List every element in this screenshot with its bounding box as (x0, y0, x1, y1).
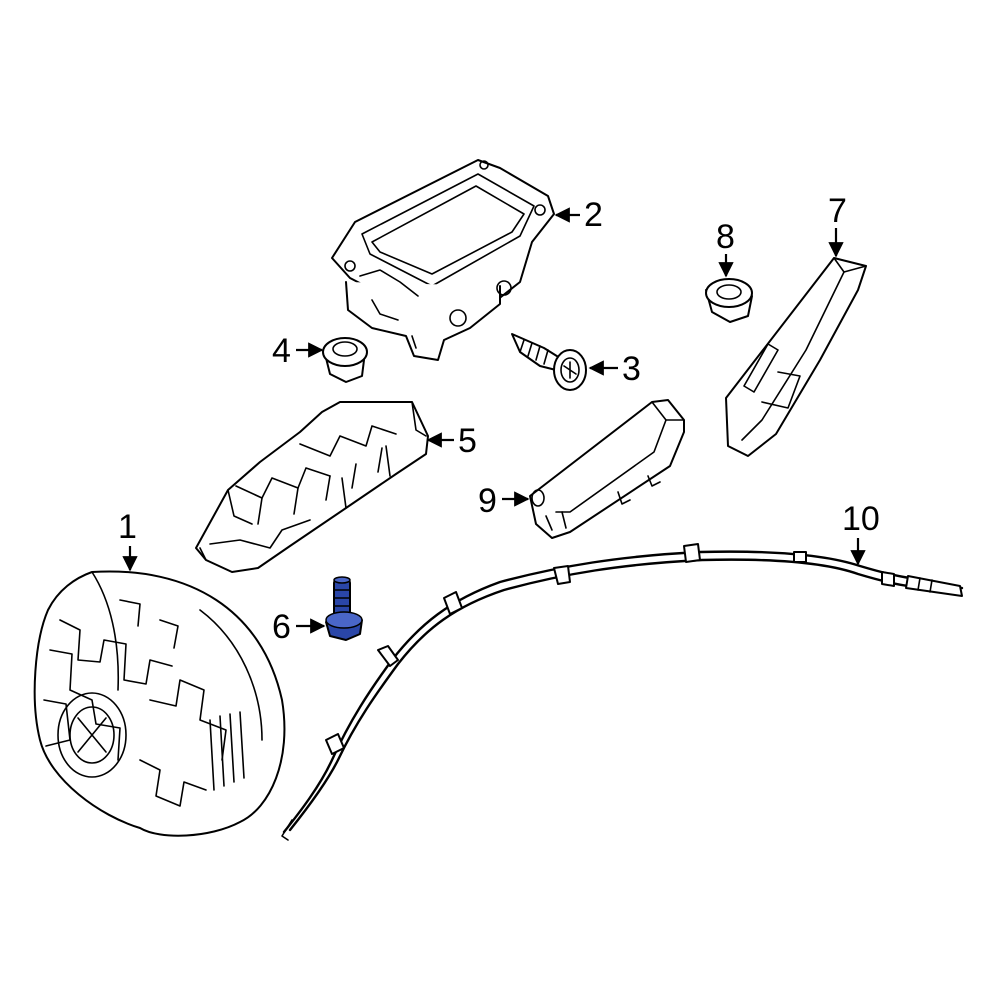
part-8-nut[interactable] (705, 278, 753, 323)
callout-7: 7 (828, 192, 847, 258)
part-6-bolt[interactable] (325, 576, 363, 641)
callout-10: 10 (842, 500, 880, 566)
callout-3: 3 (588, 350, 641, 388)
part-4-clip-nut[interactable] (322, 337, 368, 383)
part-9-airbag-module[interactable] (529, 399, 685, 539)
part-1-driver-airbag-module[interactable] (33, 570, 286, 837)
callout-label-4: 4 (272, 332, 291, 370)
callout-5: 5 (426, 422, 477, 460)
callout-label-8: 8 (716, 218, 735, 256)
callout-label-9: 9 (478, 482, 497, 520)
callout-9: 9 (478, 482, 530, 520)
callout-label-1: 1 (118, 508, 137, 546)
callout-8: 8 (716, 218, 735, 278)
callout-2: 2 (554, 196, 603, 234)
callout-label-6: 6 (272, 608, 291, 646)
callout-6: 6 (272, 608, 326, 646)
part-5-knee-airbag[interactable] (195, 401, 429, 573)
callout-label-3: 3 (622, 350, 641, 388)
callout-label-2: 2 (584, 196, 603, 234)
callout-label-5: 5 (458, 422, 477, 460)
part-10-wiring-harness[interactable] (281, 543, 964, 841)
callout-1: 1 (118, 508, 138, 572)
part-3-screw[interactable] (511, 333, 587, 391)
callout-label-7: 7 (828, 192, 847, 230)
callout-4: 4 (272, 332, 324, 370)
part-2-passenger-airbag[interactable] (331, 159, 555, 361)
callout-label-10: 10 (842, 500, 880, 538)
part-7-side-airbag[interactable] (725, 257, 867, 457)
